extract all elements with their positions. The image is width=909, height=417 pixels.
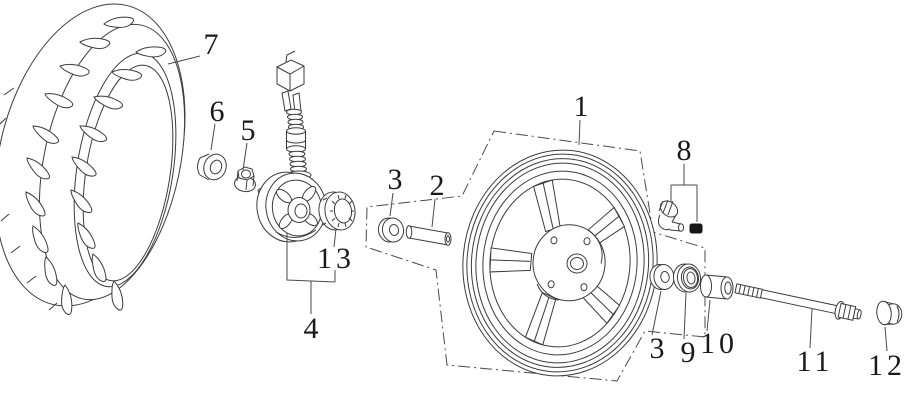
callout-10: 10 — [700, 327, 738, 360]
leader-2 — [432, 199, 435, 227]
leader-11 — [810, 309, 812, 348]
leader-7 — [168, 56, 200, 64]
axle-drawing — [734, 279, 863, 323]
callout-8: 8 — [676, 134, 692, 167]
bracket-8 — [671, 164, 697, 222]
valve-stem-drawing — [657, 198, 683, 232]
tire-drawing — [0, 0, 215, 316]
leader-13 — [334, 229, 336, 247]
valve-cap-drawing — [690, 224, 702, 233]
leader-3a — [390, 193, 393, 216]
bushing-drawing — [198, 151, 230, 183]
callout-5: 5 — [240, 114, 256, 147]
washer-left-drawing — [376, 216, 406, 244]
leader-6 — [211, 124, 215, 150]
bearing-drawing — [672, 263, 703, 294]
bracket-4 — [287, 233, 335, 314]
leader-3b — [652, 291, 661, 335]
callout-3-left: 3 — [387, 163, 403, 196]
pin-drawing — [406, 226, 451, 245]
leader-9 — [684, 293, 686, 339]
callout-11: 11 — [796, 345, 834, 378]
callout-13: 13 — [317, 242, 355, 275]
callout-2: 2 — [429, 169, 445, 202]
callout-7: 7 — [203, 28, 219, 61]
callout-1: 1 — [573, 90, 589, 123]
callout-3-right: 3 — [649, 332, 665, 365]
leader-lines — [168, 56, 887, 351]
cap-nut-drawing — [876, 301, 902, 326]
leader-1 — [579, 120, 580, 145]
callout-4: 4 — [303, 312, 319, 345]
leader-5 — [243, 143, 247, 170]
callout-9: 9 — [680, 336, 696, 369]
spline-collar-drawing — [317, 190, 358, 232]
wheel-drawing — [454, 142, 667, 384]
washer-right-drawing — [648, 263, 675, 291]
speedo-drive-drawing — [251, 51, 331, 247]
spacer-drawing — [701, 275, 734, 299]
callout-12: 12 — [868, 349, 906, 382]
leader-12 — [885, 327, 887, 351]
callout-6: 6 — [209, 95, 225, 128]
leader-10 — [707, 300, 710, 331]
flange-nut-drawing — [234, 167, 257, 193]
